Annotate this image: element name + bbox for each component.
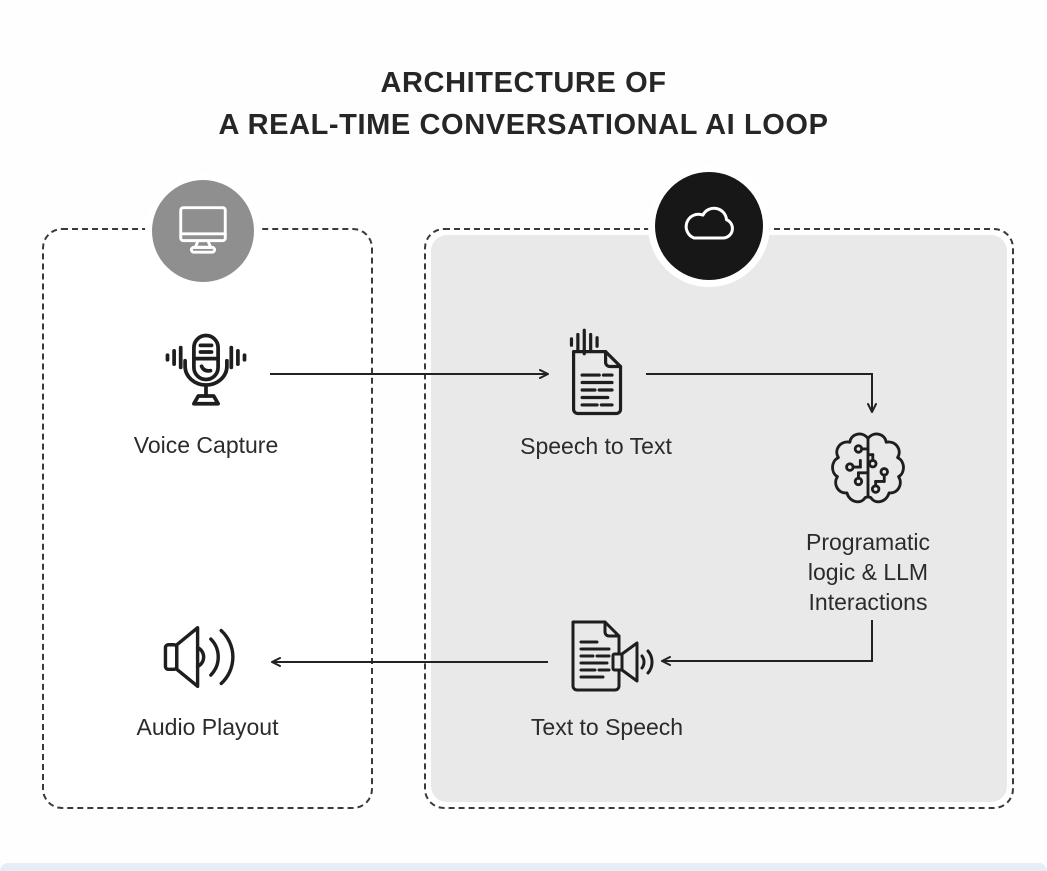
page-title: ARCHITECTURE OF A REAL-TIME CONVERSATION… [0,62,1047,146]
node-audio-playout: Audio Playout [137,616,278,742]
llm-label-line-2: logic & LLM [807,559,929,585]
monitor-icon [172,199,234,264]
cloud-zone [424,228,1014,809]
audio-playout-label: Audio Playout [136,714,279,740]
microphone-icon [151,330,261,423]
voice-capture-label: Voice Capture [133,432,279,458]
cloud-icon [677,192,741,261]
title-line-2: A REAL-TIME CONVERSATIONAL AI LOOP [218,109,829,141]
title-line-1: ARCHITECTURE OF [380,67,667,99]
text-to-speech-label: Text to Speech [530,714,684,740]
footer-accent-bar [0,863,1047,871]
client-zone [42,228,373,809]
node-speech-to-text: Speech to Text [520,328,672,461]
llm-label-line-1: Programatic [806,529,930,555]
speaker-icon [156,616,260,705]
cloud-zone-fill [431,235,1007,802]
node-voice-capture: Voice Capture [134,330,278,460]
client-badge [152,180,254,282]
node-llm: Programatic logic & LLM Interactions [788,426,948,617]
speech-to-text-label: Speech to Text [520,433,672,459]
brain-circuit-icon [825,426,911,517]
node-text-to-speech: Text to Speech [531,616,683,742]
document-speaker-icon [557,616,657,707]
cloud-badge [655,172,763,280]
llm-label-line-3: Interactions [808,589,928,615]
document-audio-icon [548,328,644,425]
